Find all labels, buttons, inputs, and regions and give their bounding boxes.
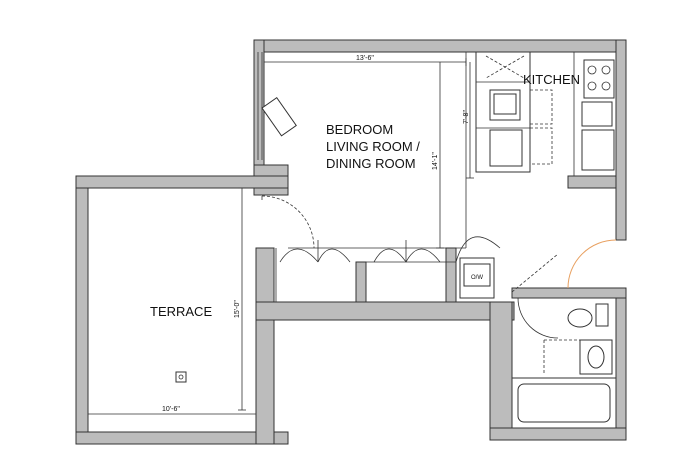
closet-doors-right <box>373 240 441 263</box>
kitchen-fixtures <box>475 51 615 176</box>
bath-door <box>511 239 617 339</box>
bedroom-width-dim: 13'-6" <box>356 55 374 62</box>
terrace-label: TERRACE <box>150 304 212 319</box>
kitchen-depth-dim: 7'-8" <box>463 110 470 124</box>
closet-doors-left <box>279 240 351 263</box>
dimension-lines <box>87 58 474 418</box>
walls <box>75 39 627 445</box>
closet-label: O/W <box>471 275 483 281</box>
washer-closet <box>455 236 501 299</box>
bedroom-label-line2: LIVING ROOM / <box>326 139 420 154</box>
terrace-width-dim: 10'-6" <box>162 406 180 413</box>
bedroom-depth-dim: 14'-1" <box>432 152 439 170</box>
window-bedroom <box>257 52 297 160</box>
bedroom-label-line1: BEDROOM <box>326 122 393 137</box>
kitchen-label: KITCHEN <box>523 72 580 87</box>
terrace-depth-dim: 15'-0" <box>234 300 241 318</box>
bedroom-label-line3: DINING ROOM <box>326 156 416 171</box>
bath-fixtures <box>511 303 617 429</box>
terrace-drain <box>175 371 187 383</box>
door-swing-bedroom <box>261 195 315 249</box>
